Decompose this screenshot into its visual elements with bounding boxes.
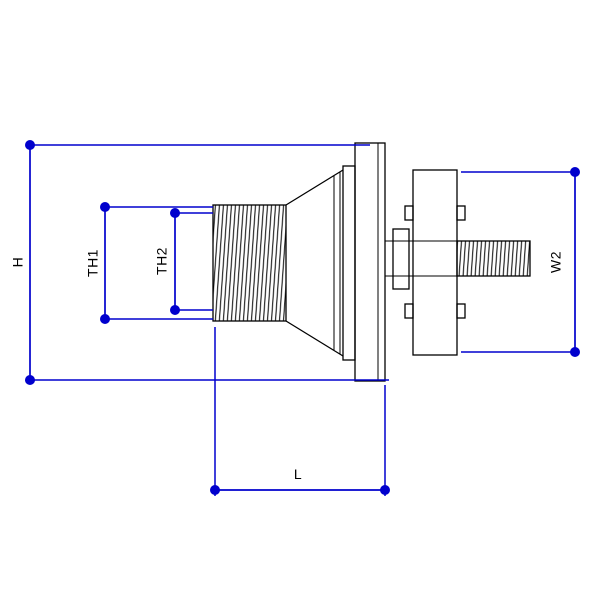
dimension-endpoint-dot	[170, 208, 180, 218]
terminal-tab	[404, 303, 414, 319]
dimension-label: TH2	[154, 247, 170, 275]
terminal-tab	[456, 303, 466, 319]
flange-collar	[342, 165, 356, 361]
dimension-w2: W2	[461, 167, 580, 357]
dimension-endpoint-dot	[25, 140, 35, 150]
part-view	[212, 142, 531, 382]
dimension-th2: TH2	[154, 208, 213, 315]
cone-top-edge	[285, 169, 344, 206]
dimension-endpoint-dot	[100, 202, 110, 212]
flange-disc	[354, 142, 386, 382]
dimension-l: L	[210, 327, 390, 496]
dimension-label: TH1	[85, 249, 101, 277]
cone-bottom-edge	[285, 320, 344, 357]
dimension-endpoint-dot	[210, 485, 220, 495]
external-thread	[212, 204, 287, 322]
dimension-endpoint-dot	[170, 305, 180, 315]
dimension-endpoint-dot	[570, 347, 580, 357]
rear-flange	[392, 228, 410, 290]
threaded-stud	[456, 240, 531, 277]
terminal-tab	[404, 205, 414, 221]
connector-body	[412, 169, 458, 356]
dimension-label: L	[294, 466, 302, 482]
dimension-endpoint-dot	[25, 375, 35, 385]
dimension-endpoint-dot	[100, 314, 110, 324]
dimension-endpoint-dot	[380, 485, 390, 495]
dimension-label: H	[10, 257, 26, 268]
dimension-label: W2	[548, 251, 564, 273]
terminal-tab	[456, 205, 466, 221]
dimension-th1: TH1	[85, 202, 213, 324]
dimension-h: H	[10, 140, 389, 385]
dimension-endpoint-dot	[570, 167, 580, 177]
